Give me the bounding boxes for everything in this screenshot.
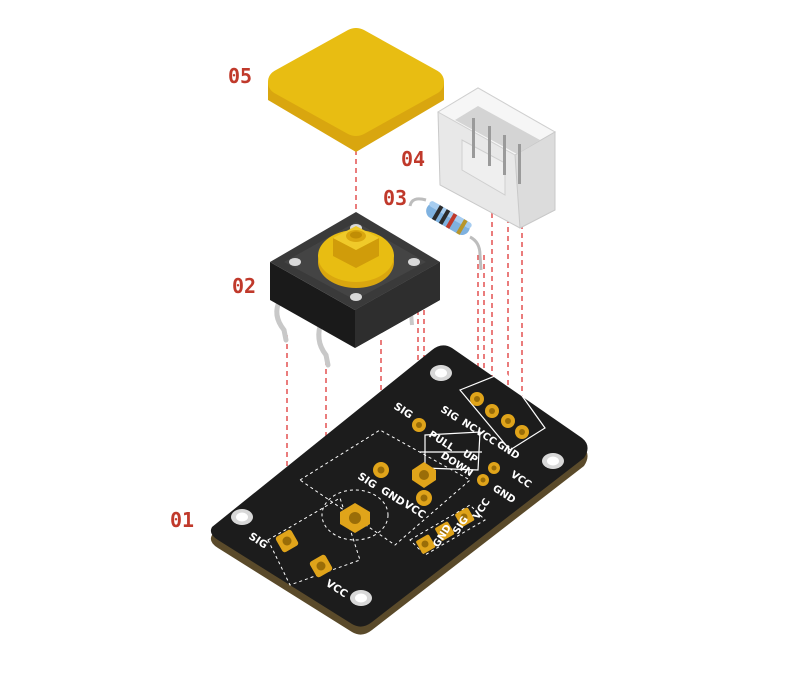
silkscreen-outlines <box>267 371 546 586</box>
mounting-holes <box>231 365 564 606</box>
label-04: 04 <box>401 147 425 171</box>
pcb-pads <box>275 392 529 578</box>
label-01: 01 <box>170 508 194 532</box>
key-cap <box>268 28 444 152</box>
label-02: 02 <box>232 274 256 298</box>
pcb-board: SIG VCC SIG GND VCC SIG SIG NC VCC GND P… <box>210 345 588 635</box>
tactile-switch <box>270 212 440 368</box>
pcb-top <box>210 345 588 627</box>
jst-connector <box>437 87 557 229</box>
part-labels: 01 02 03 04 05 <box>170 64 425 532</box>
label-05: 05 <box>228 64 252 88</box>
resistor <box>408 197 483 271</box>
label-03: 03 <box>383 186 407 210</box>
